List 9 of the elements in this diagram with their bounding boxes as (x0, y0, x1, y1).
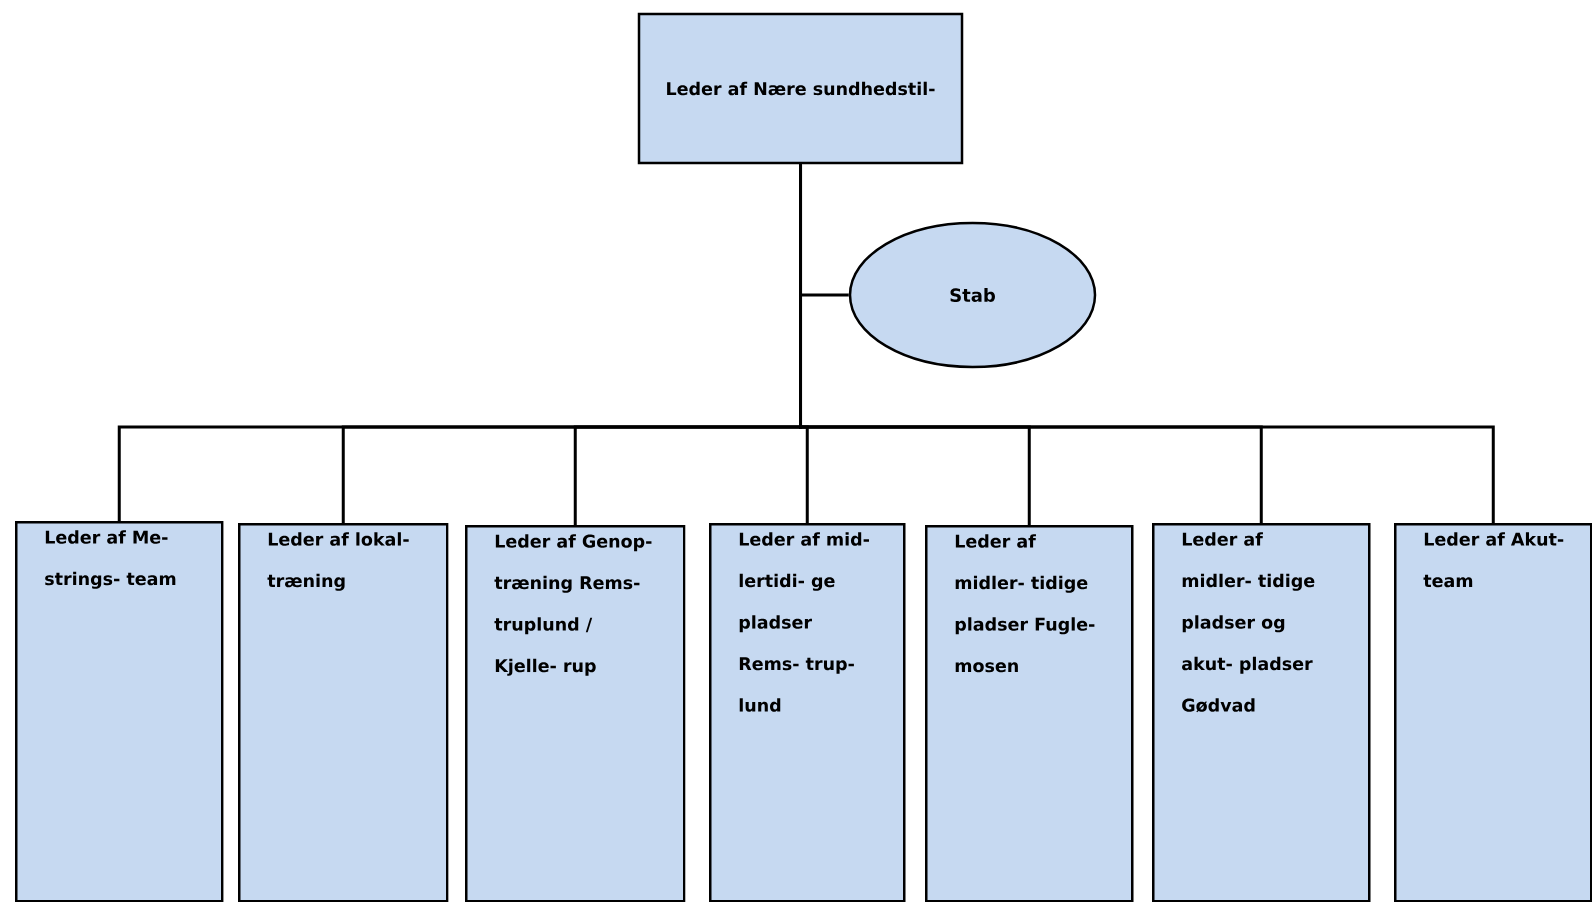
org-box: Leder af Genop- træning Rems- truplund / Kjelle- rup (465, 525, 686, 902)
org-box: Leder af mid- lertidi- ge pladser Rems- trup- lund (709, 523, 906, 902)
org-box: Leder af Nære sundhedstil- (637, 12, 964, 165)
org-box: Leder af lokal- træning (238, 523, 449, 902)
org-box: Leder af midler- tidige pladser og akut- pladser Gødvad (1152, 523, 1371, 902)
connector-line (799, 164, 1495, 523)
org-box: Leder af midler- tidige pladser Fugle- mosen (925, 525, 1134, 902)
org-box: Leder af Me- strings- team (15, 521, 224, 902)
org-box: Leder af Akut- team (1394, 523, 1592, 902)
